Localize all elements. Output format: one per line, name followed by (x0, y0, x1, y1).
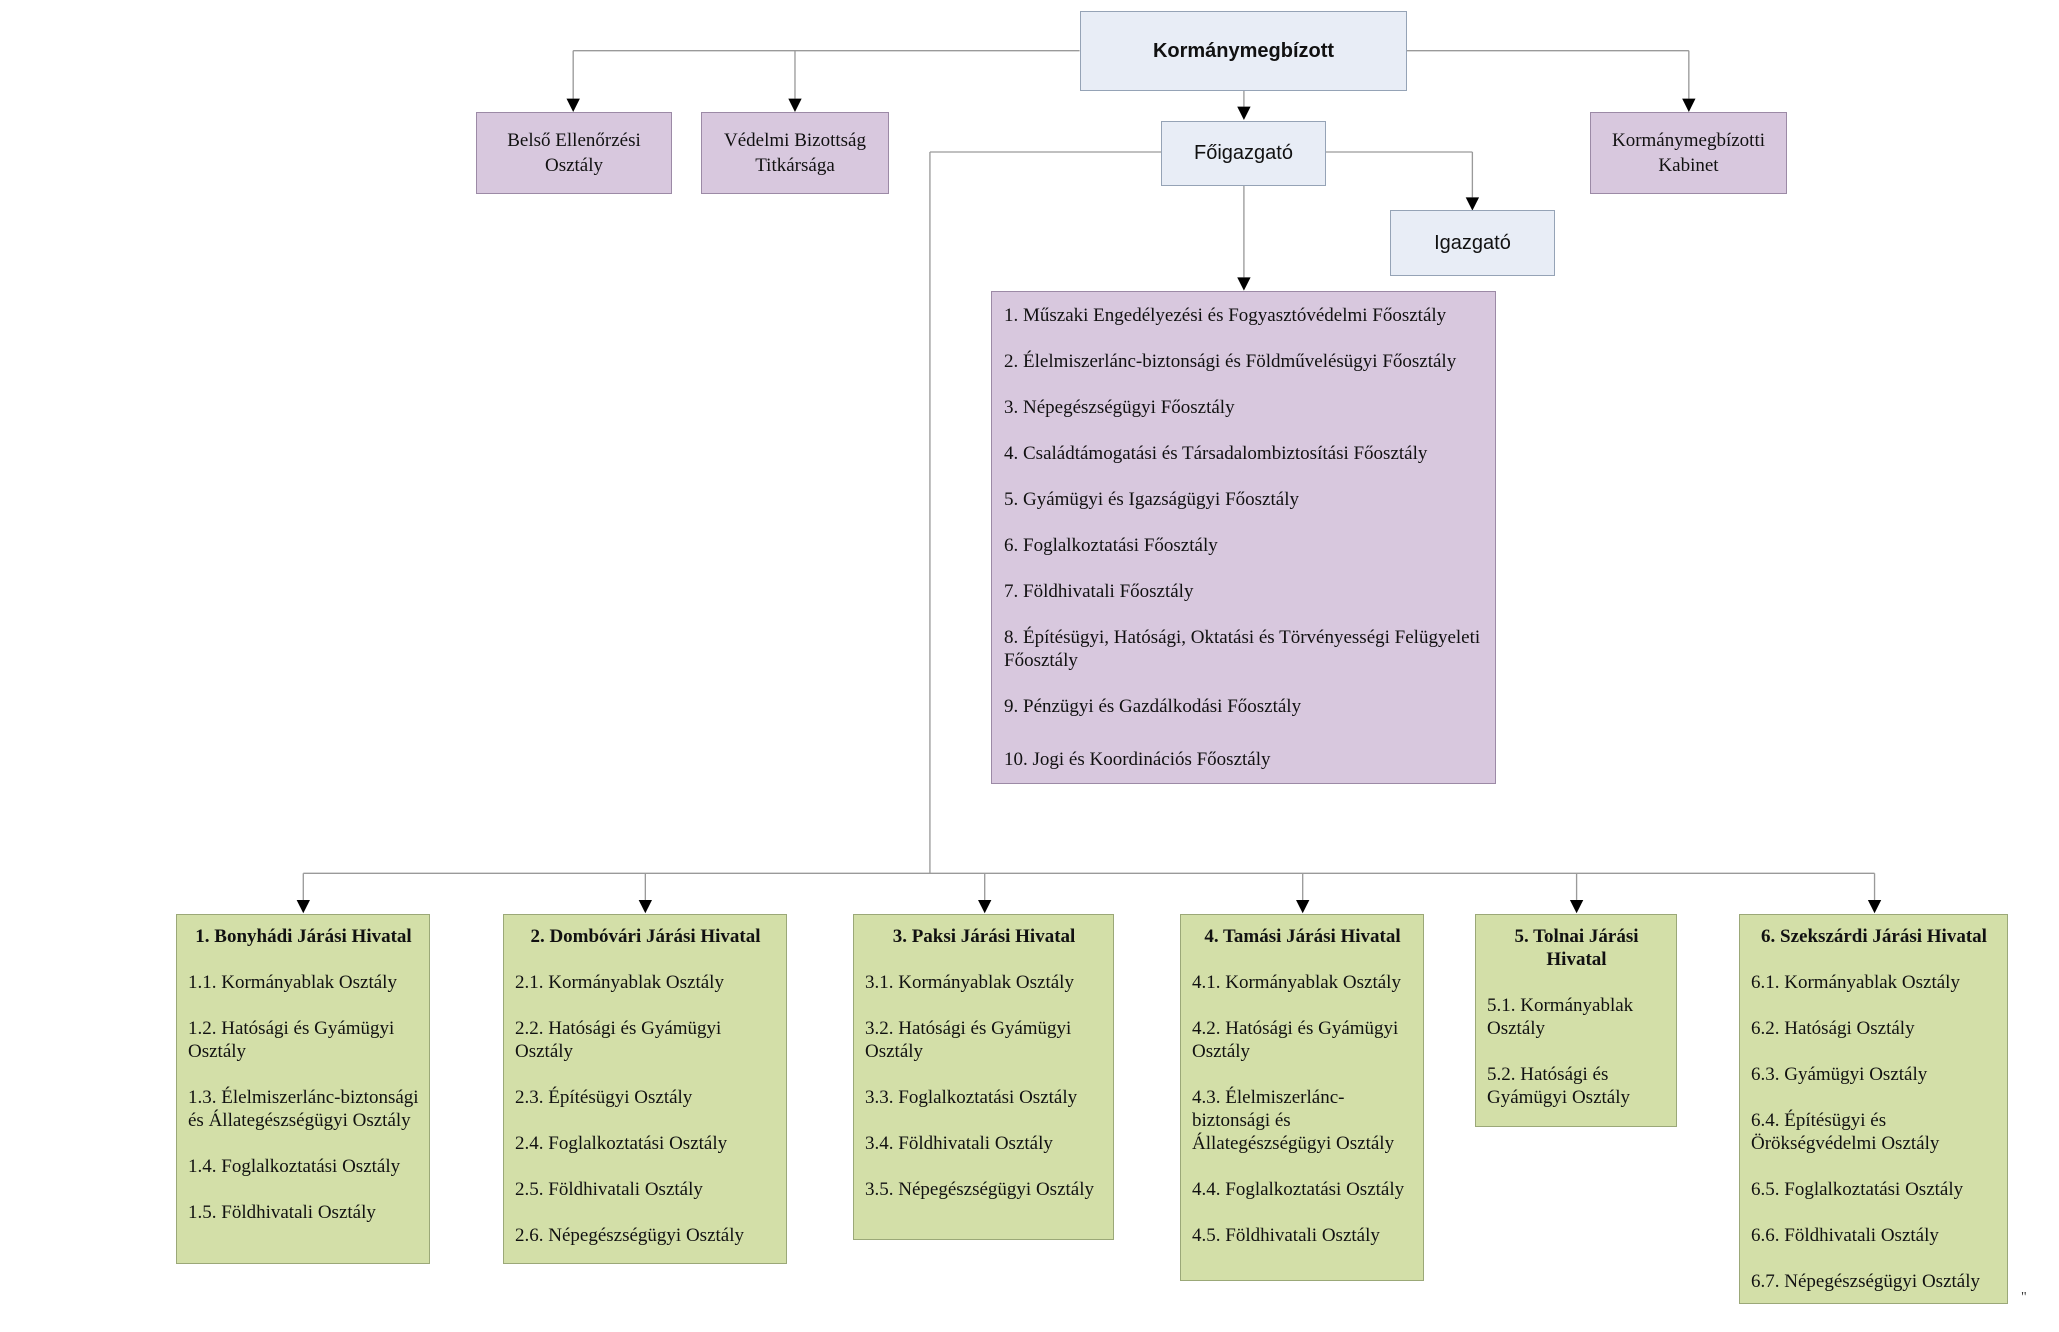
district-office-title: 2. Dombóvári Járási Hivatal (530, 926, 761, 947)
district-office-item: 1.2. Hatósági és Gyámügyi Osztály (188, 1018, 395, 1062)
department-item: 6. Foglalkoztatási Főosztály (1004, 535, 1218, 556)
district-office-item: 1.3. Élelmiszerlánc-biztonsági és Állate… (188, 1087, 419, 1131)
department-item: 5. Gyámügyi és Igazságügyi Főosztály (1004, 489, 1299, 510)
district-office-item: 4.3. Élelmiszerlánc-biztonsági és Állate… (1192, 1087, 1395, 1154)
director-general-box: Főigazgató (1161, 121, 1326, 186)
defense-secretariat-box: Védelmi Bizottság Titkársága (701, 112, 889, 194)
district-office-box-dombovar: 2. Dombóvári Járási Hivatal 2.1. Kormány… (503, 914, 787, 1264)
cabinet-label: Kormánymegbízotti Kabinet (1611, 130, 1766, 176)
district-office-item: 6.3. Gyámügyi Osztály (1751, 1064, 1928, 1085)
district-office-item: 3.1. Kormányablak Osztály (865, 972, 1074, 993)
district-office-item: 5.1. Kormányablak Osztály (1487, 995, 1634, 1039)
department-item: 8. Építésügyi, Hatósági, Oktatási és Tör… (1004, 627, 1481, 671)
district-office-item: 1.4. Foglalkoztatási Osztály (188, 1156, 401, 1177)
department-item: 4. Családtámogatási és Társadalombiztosí… (1004, 443, 1428, 464)
district-office-item: 3.5. Népegészségügyi Osztály (865, 1179, 1094, 1200)
district-office-title: 6. Szekszárdi Járási Hivatal (1761, 926, 1987, 947)
district-office-title: 3. Paksi Járási Hivatal (892, 926, 1076, 947)
district-office-item: 3.4. Földhivatali Osztály (865, 1133, 1053, 1154)
district-office-item: 6.6. Földhivatali Osztály (1751, 1225, 1939, 1246)
defense-secretariat-label: Védelmi Bizottság Titkársága (724, 130, 866, 176)
district-office-item: 6.5. Foglalkoztatási Osztály (1751, 1179, 1964, 1200)
district-office-title: 5. Tolnai Járási Hivatal (1514, 926, 1639, 970)
district-office-item: 6.1. Kormányablak Osztály (1751, 972, 1960, 993)
cabinet-box: Kormánymegbízotti Kabinet (1590, 112, 1787, 194)
district-office-item: 2.4. Foglalkoztatási Osztály (515, 1133, 728, 1154)
director-label: Igazgató (1434, 231, 1511, 254)
district-office-item: 2.3. Építésügyi Osztály (515, 1087, 693, 1108)
district-office-item: 2.1. Kormányablak Osztály (515, 972, 724, 993)
governor-label: Kormánymegbízott (1152, 39, 1335, 62)
district-office-item: 6.2. Hatósági Osztály (1751, 1018, 1915, 1039)
district-office-box-bonyhad: 1. Bonyhádi Járási Hivatal 1.1. Kormánya… (176, 914, 430, 1264)
district-office-item: 3.3. Foglalkoztatási Osztály (865, 1087, 1078, 1108)
director-general-label: Főigazgató (1194, 142, 1293, 164)
department-item: 7. Földhivatali Főosztály (1004, 581, 1194, 602)
department-item: 2. Élelmiszerlánc-biztonsági és Földműve… (1004, 351, 1457, 372)
district-office-item: 1.1. Kormányablak Osztály (188, 972, 397, 993)
district-office-box-szekszard: 6. Szekszárdi Járási Hivatal 6.1. Kormán… (1739, 914, 2008, 1304)
district-office-title: 1. Bonyhádi Járási Hivatal (195, 926, 412, 947)
district-office-title: 4. Tamási Járási Hivatal (1204, 926, 1401, 947)
departments-box: 1. Műszaki Engedélyezési és Fogyasztóvéd… (991, 291, 1496, 784)
district-office-item: 6.4. Építésügyi és Örökségvédelmi Osztál… (1751, 1110, 1940, 1154)
district-office-item: 4.5. Földhivatali Osztály (1192, 1225, 1380, 1246)
district-office-box-tolna: 5. Tolnai Járási Hivatal 5.1. Kormányabl… (1475, 914, 1677, 1127)
district-office-item: 4.1. Kormányablak Osztály (1192, 972, 1401, 993)
internal-audit-box: Belső Ellenőrzési Osztály (476, 112, 672, 194)
district-office-item: 6.7. Népegészségügyi Osztály (1751, 1271, 1980, 1292)
director-box: Igazgató (1390, 210, 1555, 276)
department-item: 10. Jogi és Koordinációs Főosztály (1004, 749, 1271, 770)
district-office-item: 2.6. Népegészségügyi Osztály (515, 1225, 744, 1246)
district-office-item: 2.5. Földhivatali Osztály (515, 1179, 703, 1200)
district-office-item: 2.2. Hatósági és Gyámügyi Osztály (515, 1018, 722, 1062)
corner-mark: " (2021, 1290, 2027, 1305)
department-item: 1. Műszaki Engedélyezési és Fogyasztóvéd… (1004, 305, 1447, 326)
district-office-item: 5.2. Hatósági és Gyámügyi Osztály (1487, 1064, 1631, 1108)
governor-box: Kormánymegbízott (1080, 11, 1407, 91)
department-item: 9. Pénzügyi és Gazdálkodási Főosztály (1004, 696, 1302, 717)
district-office-item: 1.5. Földhivatali Osztály (188, 1202, 376, 1223)
district-office-item: 4.4. Foglalkoztatási Osztály (1192, 1179, 1405, 1200)
internal-audit-label: Belső Ellenőrzési Osztály (507, 130, 641, 176)
district-office-item: 4.2. Hatósági és Gyámügyi Osztály (1192, 1018, 1399, 1062)
district-office-box-paks: 3. Paksi Járási Hivatal 3.1. Kormányabla… (853, 914, 1114, 1240)
department-item: 3. Népegészségügyi Főosztály (1004, 397, 1235, 418)
district-office-item: 3.2. Hatósági és Gyámügyi Osztály (865, 1018, 1072, 1062)
district-office-box-tamasi: 4. Tamási Járási Hivatal 4.1. Kormányabl… (1180, 914, 1424, 1281)
